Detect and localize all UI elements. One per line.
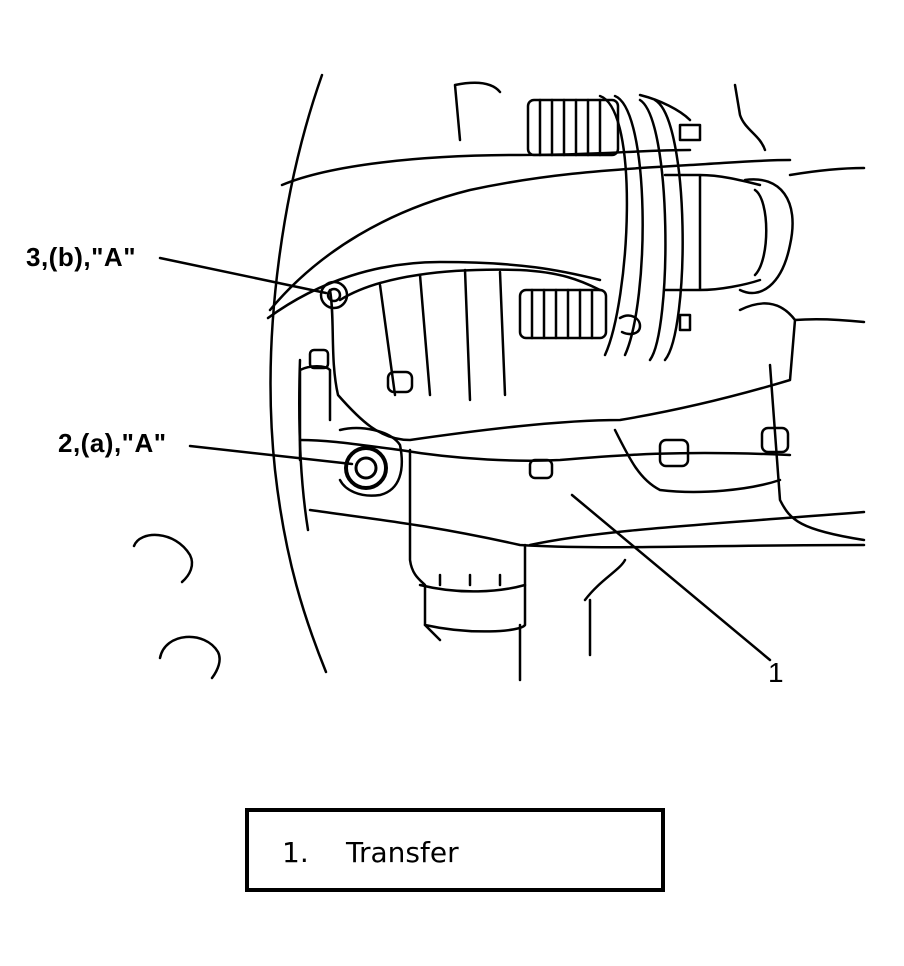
output-housing [408, 448, 527, 633]
bolt-right-1 [658, 438, 690, 468]
output-lower [423, 558, 627, 682]
case-inner-edge [613, 428, 782, 494]
bolt-2-inner [354, 456, 378, 480]
bolt-right-2 [760, 426, 790, 454]
top-bracket [453, 81, 767, 152]
leader-1 [570, 493, 772, 662]
bolt-2 [344, 446, 388, 490]
transfer-case-bottom [308, 508, 866, 549]
callout-label-3: 3,(b),"A" [26, 242, 137, 272]
upper-boot-ribs [538, 98, 602, 157]
transfer-case-ribs [378, 268, 507, 402]
legend-item-number: 1. [282, 836, 309, 869]
leader-2 [188, 444, 354, 466]
transfer-case-lower [298, 438, 792, 462]
bolt-top [386, 370, 414, 394]
bolt-3 [319, 280, 349, 310]
right-frame [788, 166, 866, 324]
left-bracket [298, 365, 332, 462]
tunnel-curve [269, 73, 328, 674]
bolt-2-bracket [338, 426, 404, 497]
lower-boot-ribs [530, 288, 594, 340]
legend-item-label: Transfer [346, 836, 459, 869]
crossmember-band [268, 158, 792, 312]
transfer-case-top [338, 268, 602, 302]
misc-fasteners [618, 123, 702, 336]
case-right-edge [768, 363, 866, 542]
legend-box: 1. Transfer [245, 808, 665, 892]
transfer-case-outline [328, 288, 797, 442]
hose-upper [132, 533, 194, 584]
leader-3 [158, 256, 328, 295]
output-flange [418, 573, 527, 593]
callout-label-2: 2,(a),"A" [58, 428, 167, 458]
upper-boot [526, 98, 620, 157]
lower-boot [518, 288, 608, 340]
bolt-left-small [308, 348, 330, 370]
crossmember-lower [266, 260, 602, 320]
propeller-shaft [663, 173, 762, 292]
bolt-mid [528, 458, 554, 480]
crossmember-band-upper [280, 148, 692, 187]
hose-lower [158, 635, 221, 680]
flange-front [598, 94, 684, 362]
bolt-3-inner [326, 287, 342, 303]
shaft-joint [738, 178, 794, 295]
callout-label-1: 1 [768, 657, 785, 688]
